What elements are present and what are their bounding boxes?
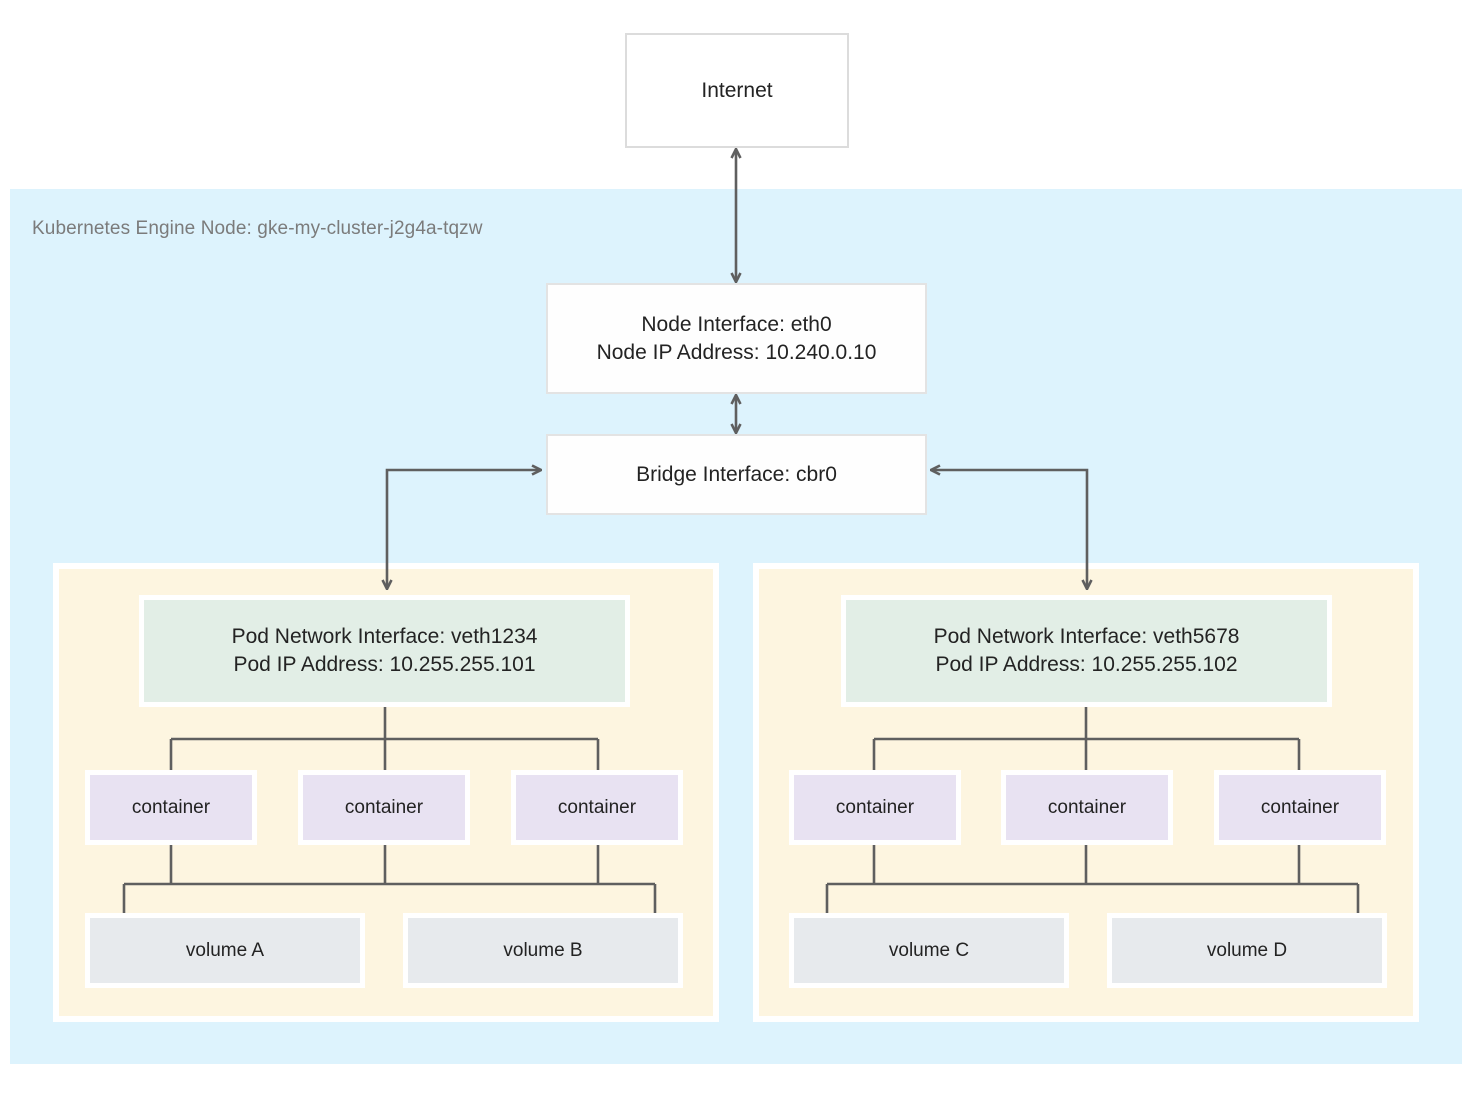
node-interface-box[interactable]: Node Interface: eth0 Node IP Address: 10…: [546, 283, 927, 394]
pod-left-interface-line1: Pod Network Interface: veth1234: [231, 625, 538, 649]
volume-label: volume C: [888, 939, 970, 961]
pod-right-volume-c[interactable]: volume C: [789, 913, 1069, 988]
volume-label: volume D: [1206, 939, 1288, 961]
container-label: container: [344, 796, 424, 818]
node-interface-line2: Node IP Address: 10.240.0.10: [596, 340, 877, 364]
pod-right-container-3[interactable]: container: [1214, 770, 1386, 845]
node-interface-line1: Node Interface: eth0: [641, 312, 832, 336]
internet-label: Internet: [701, 78, 773, 102]
pod-right-container-1[interactable]: container: [789, 770, 961, 845]
kubernetes-node-label: Kubernetes Engine Node: gke-my-cluster-j…: [32, 218, 483, 239]
pod-right-volume-d[interactable]: volume D: [1107, 913, 1387, 988]
container-label: container: [835, 796, 915, 818]
pod-left-container-3[interactable]: container: [511, 770, 683, 845]
volume-label: volume A: [185, 939, 265, 961]
volume-label: volume B: [503, 939, 583, 961]
pod-left-container-1[interactable]: container: [85, 770, 257, 845]
container-label: container: [557, 796, 637, 818]
bridge-interface-label: Bridge Interface: cbr0: [636, 462, 837, 486]
pod-left-interface-box[interactable]: Pod Network Interface: veth1234 Pod IP A…: [139, 595, 630, 707]
container-label: container: [1260, 796, 1340, 818]
pod-left-volume-a[interactable]: volume A: [85, 913, 365, 988]
pod-right-interface-line1: Pod Network Interface: veth5678: [933, 625, 1240, 649]
pod-left-volume-b[interactable]: volume B: [403, 913, 683, 988]
container-label: container: [1047, 796, 1127, 818]
internet-box[interactable]: Internet: [625, 33, 849, 148]
pod-left-interface-line2: Pod IP Address: 10.255.255.101: [233, 653, 536, 676]
pod-left-container-2[interactable]: container: [298, 770, 470, 845]
pod-right-interface-line2: Pod IP Address: 10.255.255.102: [935, 653, 1238, 676]
pod-right-interface-box[interactable]: Pod Network Interface: veth5678 Pod IP A…: [841, 595, 1332, 707]
bridge-interface-box[interactable]: Bridge Interface: cbr0: [546, 434, 927, 515]
container-label: container: [131, 796, 211, 818]
pod-right-container-2[interactable]: container: [1001, 770, 1173, 845]
